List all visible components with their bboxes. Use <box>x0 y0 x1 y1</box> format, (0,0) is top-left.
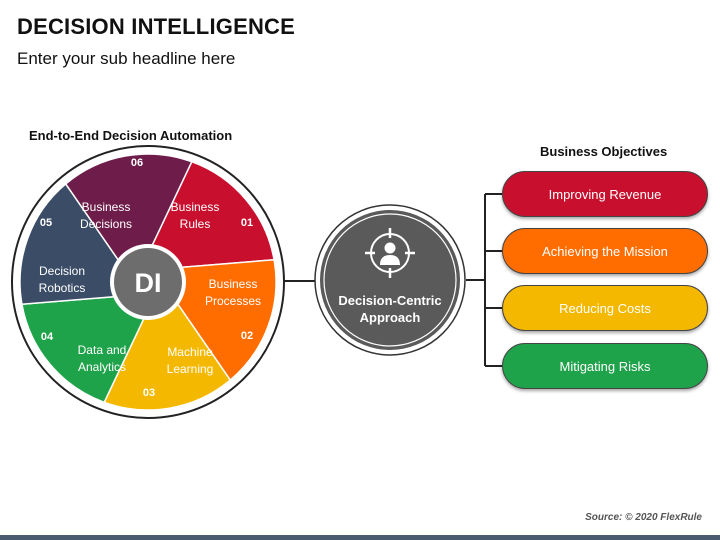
center-node-inner-ring <box>323 213 457 347</box>
segment-label-line1: Business <box>209 277 258 291</box>
segment-label-line2: Processes <box>205 294 261 308</box>
center-node-label-line1: Decision-Centric <box>338 293 441 308</box>
center-node-label-line2: Approach <box>360 310 421 325</box>
segment-label-line1: Machine <box>167 345 213 359</box>
person-icon-body <box>380 255 400 265</box>
segment-label-line1: Business <box>82 200 131 214</box>
segment-label-line1: Data and <box>78 343 127 357</box>
center-hub <box>114 248 182 316</box>
objective-achieving-mission: Achieving the Mission <box>502 228 708 274</box>
segment-number: 01 <box>241 217 253 229</box>
bottom-bar <box>0 535 720 540</box>
page-subtitle: Enter your sub headline here <box>17 49 236 68</box>
segment-label-line2: Decisions <box>80 217 132 231</box>
objective-mitigating-risks: Mitigating Risks <box>502 343 708 389</box>
segment-number: 06 <box>131 157 143 169</box>
source-note: Source: © 2020 FlexRule <box>585 512 702 523</box>
objective-improving-revenue: Improving Revenue <box>502 171 708 217</box>
objectives-title: Business Objectives <box>540 144 668 159</box>
segment-number: 03 <box>143 387 155 399</box>
center-hub-label: DI <box>135 268 162 298</box>
segment-label-line2: Learning <box>167 362 214 376</box>
segment-label-line2: Rules <box>180 217 211 231</box>
segment-label-line1: Business <box>171 200 220 214</box>
segment-label-line2: Analytics <box>78 360 126 374</box>
segment-number: 05 <box>40 217 52 229</box>
objective-reducing-costs: Reducing Costs <box>502 285 708 331</box>
page-title: DECISION INTELLIGENCE <box>17 14 295 39</box>
segment-number: 04 <box>41 331 54 343</box>
person-icon-head <box>384 242 396 254</box>
segment-label-line2: Robotics <box>39 281 86 295</box>
segment-number: 02 <box>241 330 253 342</box>
segment-label-line1: Decision <box>39 264 85 278</box>
wheel-title: End-to-End Decision Automation <box>29 128 233 143</box>
center-node <box>320 210 460 350</box>
